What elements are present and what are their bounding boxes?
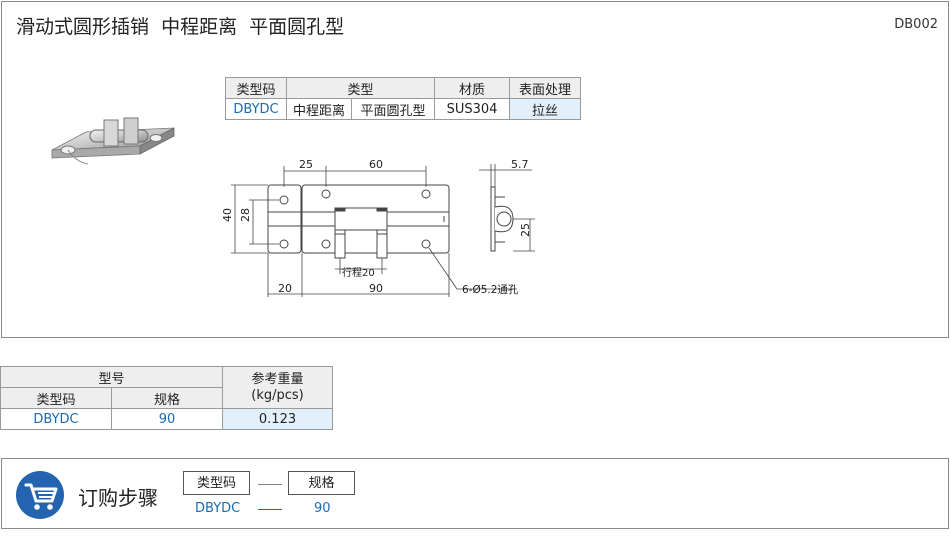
model-cell-spec: 90 [111,408,223,430]
spec-header-material: 材质 [434,77,510,99]
model-table: 型号 参考重量 (kg/pcs) 类型码 规格 DBYDC 90 0.123 [0,366,333,430]
model-col-spec: 规格 [111,387,223,409]
spec-cell-type-a: 中程距离 [286,98,352,120]
stroke-label: 行程20 [342,266,375,279]
product-code: DB002 [894,17,938,32]
spec-cell-material: SUS304 [434,98,510,120]
product-image [51,117,175,165]
hole-note: 6-Ø5.2通孔 [462,283,519,296]
spec-header-code: 类型码 [225,77,287,99]
order-title: 订购步骤 [78,486,158,510]
dim-90: 90 [369,282,383,295]
spec-cell-finish: 拉丝 [509,98,581,120]
model-col-code: 类型码 [0,387,112,409]
dim-60: 60 [369,158,383,171]
page-title: 滑动式圆形插销 中程距离 平面圆孔型 [16,16,345,38]
technical-drawing: 25 60 5.7 40 28 25 行程20 20 90 6-Ø5.2通孔 [221,158,535,297]
dim-20: 20 [278,282,292,295]
spec-header-finish: 表面处理 [509,77,581,99]
value-connector [258,509,282,510]
order-steps-panel: 订购步骤 类型码 规格 DBYDC 90 [1,458,949,529]
weight-header-line2: (kg/pcs) [251,387,304,403]
dim-25-vertical: 25 [519,223,532,237]
dim-40: 40 [221,208,234,222]
order-step-code-box: 类型码 [183,471,250,495]
dim-25: 25 [299,158,313,171]
dim-5-7: 5.7 [511,158,529,171]
order-value-code: DBYDC [195,501,241,516]
dim-28: 28 [239,208,252,222]
order-value-spec: 90 [314,501,331,516]
shopping-cart-icon [16,471,64,519]
spec-cell-type-b: 平面圆孔型 [351,98,435,120]
model-weight-header: 参考重量 (kg/pcs) [222,366,333,409]
product-panel: 滑动式圆形插销 中程距离 平面圆孔型 DB002 类型码 类型 材质 表面处理 … [1,1,949,338]
weight-header-line1: 参考重量 [251,371,304,387]
model-cell-code: DBYDC [0,408,112,430]
order-step-spec-box: 规格 [288,471,355,495]
model-cell-weight: 0.123 [222,408,333,430]
spec-table: 类型码 类型 材质 表面处理 DBYDC 中程距离 平面圆孔型 SUS304 拉… [225,77,581,120]
spec-header-type: 类型 [286,77,435,99]
model-group-header: 型号 [0,366,223,388]
spec-cell-code: DBYDC [225,98,287,120]
step-connector [258,484,282,485]
